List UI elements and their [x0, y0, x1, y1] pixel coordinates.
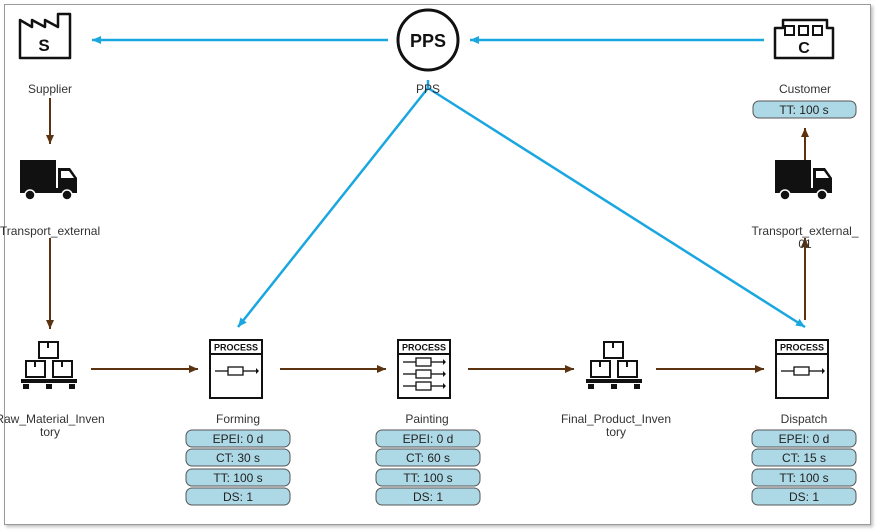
supplier-label: Supplier [28, 82, 72, 96]
inventory-icon [21, 341, 77, 389]
forming-attr-epei: EPEI: 0 d [213, 432, 264, 446]
customer-attr: TT: 100 s [752, 100, 857, 119]
dispatch-attr-tt: TT: 100 s [779, 471, 828, 485]
node-supplier[interactable]: S Supplier [18, 12, 72, 96]
transport-external-01-label-line1: Transport_external_ [752, 224, 859, 238]
forming-attr-ct: CT: 30 s [216, 451, 260, 465]
forming-attr-tt: TT: 100 s [213, 471, 262, 485]
node-transport-external[interactable]: Transport_external [0, 160, 100, 238]
transport-external-01-label-line2: 01 [798, 237, 812, 251]
dispatch-label: Dispatch [781, 412, 828, 426]
node-dispatch[interactable]: PROCESS Dispatch EPEI: 0 d CT: 15 s TT: … [751, 339, 857, 506]
node-painting[interactable]: PROCESS Painting EPEI: 0 d CT: 60 s TT: … [375, 339, 481, 506]
customer-icon-letter: C [798, 40, 810, 57]
inventory-icon [586, 341, 642, 389]
info-flow-edges [92, 36, 806, 329]
forming-icon-title: PROCESS [214, 343, 258, 353]
process-parallel-icon: PROCESS [397, 339, 451, 399]
customer-label: Customer [779, 82, 831, 96]
truck-icon [775, 160, 832, 201]
painting-attr-tt: TT: 100 s [403, 471, 452, 485]
node-transport-external-01[interactable]: Transport_external_ 01 [752, 160, 859, 251]
dispatch-attrs: EPEI: 0 d CT: 15 s TT: 100 s DS: 1 [751, 429, 857, 506]
process-icon: PROCESS [209, 339, 263, 399]
transport-external-label: Transport_external [0, 224, 100, 238]
edge-pps-to-forming[interactable] [237, 87, 429, 328]
customer-factory-icon: C [773, 18, 835, 60]
painting-attr-ct: CT: 60 s [406, 451, 450, 465]
painting-attr-ds: DS: 1 [413, 490, 443, 504]
truck-icon [20, 160, 77, 201]
raw-inventory-label-line2: tory [40, 425, 60, 439]
pps-circle-icon: PPS [396, 8, 460, 72]
forming-label: Forming [216, 412, 260, 426]
node-pps[interactable]: PPS PPS [396, 8, 460, 96]
final-inventory-label-line2: tory [606, 425, 626, 439]
painting-attrs: EPEI: 0 d CT: 60 s TT: 100 s DS: 1 [375, 429, 481, 506]
pps-icon-text: PPS [410, 31, 446, 51]
node-final-product-inventory[interactable]: Final_Product_Inven tory [561, 341, 671, 439]
forming-attr-ds: DS: 1 [223, 490, 253, 504]
edge-pps-to-dispatch[interactable] [427, 86, 806, 329]
raw-inventory-label-line1: Raw_Material_Inven [0, 412, 105, 426]
factory-icon: S [18, 12, 72, 60]
forming-attrs: EPEI: 0 d CT: 30 s TT: 100 s DS: 1 [185, 429, 291, 506]
dispatch-attr-epei: EPEI: 0 d [779, 432, 830, 446]
final-inventory-label-line1: Final_Product_Inven [561, 412, 671, 426]
node-customer[interactable]: C Customer TT: 100 s [752, 18, 857, 119]
painting-attr-epei: EPEI: 0 d [403, 432, 454, 446]
painting-label: Painting [405, 412, 448, 426]
painting-icon-title: PROCESS [402, 343, 446, 353]
node-raw-material-inventory[interactable]: Raw_Material_Inven tory [0, 341, 105, 439]
dispatch-icon-title: PROCESS [780, 343, 824, 353]
material-flow-edges [46, 98, 809, 373]
dispatch-attr-ct: CT: 15 s [782, 451, 826, 465]
supplier-icon-letter: S [38, 36, 49, 55]
pps-label: PPS [416, 82, 440, 96]
dispatch-attr-ds: DS: 1 [789, 490, 819, 504]
customer-attr-text: TT: 100 s [779, 103, 828, 117]
process-icon: PROCESS [775, 339, 829, 399]
node-forming[interactable]: PROCESS Forming EPEI: 0 d CT: 30 s TT: 1… [185, 339, 291, 506]
